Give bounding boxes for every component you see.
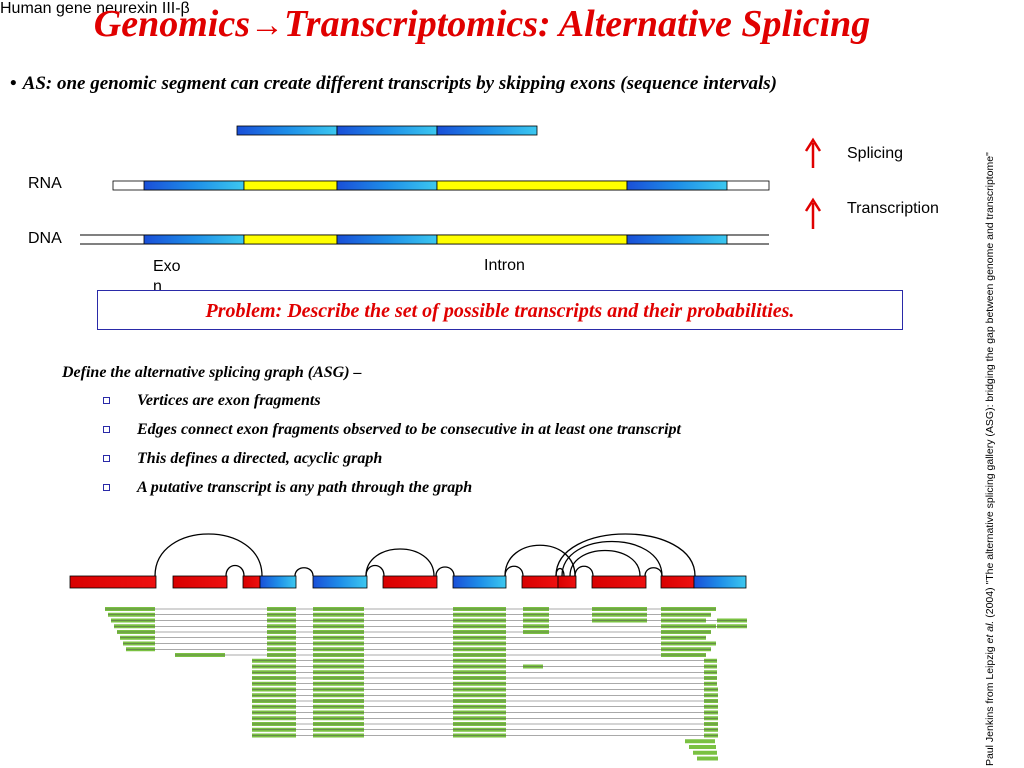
- mrna-exon-2: [336, 125, 438, 136]
- transcription-arrow-icon: [804, 197, 822, 229]
- asg-edge: [555, 533, 696, 577]
- list-item: This defines a directed, acyclic graph: [100, 450, 681, 479]
- mrna-exon-3: [436, 125, 538, 136]
- asg-edge: [569, 549, 641, 577]
- dna-intron-1: [243, 234, 338, 245]
- asg-edge: [435, 566, 455, 577]
- asg-definition-list: Vertices are exon fragments Edges connec…: [100, 392, 681, 508]
- right-arrow-icon: →: [250, 7, 284, 44]
- asg-vertex: [242, 575, 261, 589]
- as-bullet: •AS: one genomic segment can create diff…: [10, 73, 970, 95]
- dna-strand: [80, 234, 769, 245]
- asg-vertex: [660, 575, 695, 589]
- citation-text: Paul Jenkins from Leipzig et al. (2004) …: [984, 152, 996, 766]
- rna-strand: [112, 180, 770, 191]
- read-segment: [697, 756, 718, 761]
- asg-vertex: [521, 575, 559, 589]
- asg-edge: [365, 564, 385, 577]
- title-left: Genomics: [93, 3, 250, 45]
- asg-vertex: [69, 575, 157, 589]
- asg-vertex: [452, 575, 507, 589]
- asg-vertex: [693, 575, 747, 589]
- mrna-transcript: [236, 125, 538, 136]
- asg-vertex: [557, 575, 577, 589]
- asg-edge: [574, 565, 594, 577]
- rna-intron-1: [243, 180, 338, 191]
- rna-intron-2: [436, 180, 628, 191]
- list-item: Edges connect exon fragments observed to…: [100, 421, 681, 450]
- splicing-arrow-icon: [804, 137, 822, 168]
- asg-edge: [225, 564, 245, 577]
- splicing-label: Splicing: [847, 145, 904, 162]
- exon-label: Exo n: [153, 258, 181, 295]
- read-segment: [689, 745, 716, 749]
- asg-definition-heading: Define the alternative splicing graph (A…: [62, 364, 362, 381]
- dna-intron-2: [436, 234, 628, 245]
- asg-edge: [365, 548, 435, 577]
- asg-edge: [154, 533, 263, 577]
- list-item: A putative transcript is any path throug…: [100, 479, 681, 508]
- problem-box: Problem: Describe the set of possible tr…: [97, 290, 903, 330]
- read-segment: [685, 739, 715, 744]
- asg-vertex: [591, 575, 647, 589]
- rna-exon-2: [336, 180, 438, 191]
- square-bullet-icon: [103, 397, 110, 404]
- asg-vertex: [312, 575, 368, 589]
- asg-graph: [69, 533, 747, 589]
- asg-vertex: [259, 575, 297, 589]
- gene-name: Human gene neurexin III-β: [0, 0, 190, 17]
- rna-exon-1: [143, 180, 245, 191]
- title-right: Transcriptomics: Alternative Splicing: [284, 3, 871, 45]
- transcript-reads: [105, 607, 747, 761]
- asg-edges: [154, 533, 696, 577]
- slide-title: Genomics→Transcriptomics: Alternative Sp…: [0, 2, 1024, 46]
- asg-vertex: [382, 575, 438, 589]
- asg-edge: [561, 540, 663, 577]
- square-bullet-icon: [103, 426, 110, 433]
- mrna-exon-1: [236, 125, 338, 136]
- read-segment: [693, 750, 717, 755]
- intron-label: Intron: [484, 257, 525, 274]
- asg-edge: [294, 567, 314, 577]
- square-bullet-icon: [103, 484, 110, 491]
- asg-edge: [504, 544, 576, 577]
- as-bullet-text: AS: one genomic segment can create diffe…: [22, 73, 777, 94]
- rna-label: RNA: [28, 175, 62, 192]
- list-item: Vertices are exon fragments: [100, 392, 681, 421]
- asg-edge: [504, 565, 524, 577]
- asg-edge: [555, 567, 565, 577]
- citation: Paul Jenkins from Leipzig et al. (2004) …: [984, 8, 1002, 766]
- rna-exon-3: [626, 180, 728, 191]
- dna-exon-3: [626, 234, 728, 245]
- dna-exon-2: [336, 234, 438, 245]
- transcription-label: Transcription: [847, 200, 939, 217]
- bullet-dot-icon: •: [10, 73, 17, 94]
- dna-label: DNA: [28, 230, 62, 247]
- asg-vertex: [172, 575, 228, 589]
- square-bullet-icon: [103, 455, 110, 462]
- asg-edge: [644, 567, 663, 577]
- dna-exon-1: [143, 234, 245, 245]
